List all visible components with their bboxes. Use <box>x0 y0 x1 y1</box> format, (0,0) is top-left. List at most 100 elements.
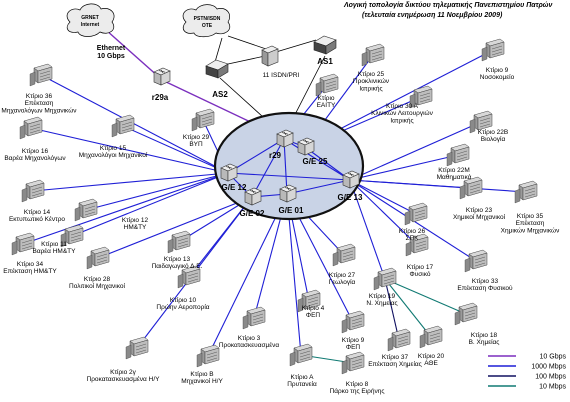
r29a-label: r29a <box>152 93 169 102</box>
core-link-top-r29-ge01 <box>283 138 288 195</box>
building-b10-label-line-1: Κτίριο 10 <box>170 296 197 304</box>
building-b30a-label-line-1: Κτίριο 30 Α <box>386 102 419 110</box>
link-b12 <box>85 172 229 211</box>
building-b20-label-line-1: Κτίριο 20 <box>418 352 445 360</box>
pstn-cloud-label-1: PSTN/ISDN <box>194 16 221 22</box>
as2-server-icon <box>205 59 229 79</box>
link-b15 <box>122 125 229 174</box>
building-b26-label-line-1: Κτίριο 26 <box>399 227 426 235</box>
building-b17-label-line-2: Φυσικό <box>410 270 431 278</box>
building-b19-label: Κτίριο 19Ν. Χημείας <box>366 292 397 307</box>
building-b30a-label-line-2: Κλινικών Λειτουργιών <box>371 109 433 117</box>
building-b3-label-line-1: Κτίριο 3 <box>238 334 261 342</box>
building-b23-label-line-1: Κτίριο 23 <box>466 206 493 214</box>
building-b35-label-line-1: Κτίριο 35 <box>517 212 544 220</box>
building-b37-label-line-2: Επέκταση Χημείας <box>368 360 422 368</box>
building-b13-label-line-1: Κτίριο 13 <box>164 255 191 263</box>
link-pstn-isdn <box>227 35 270 51</box>
building-b19-label-line-1: Κτίριο 19 <box>369 292 396 300</box>
pstn-cloud-label-2: OTE <box>202 23 213 29</box>
legend-label-4: 10 Mbps <box>539 384 566 391</box>
building-b18-label-line-1: Κτίριο 18 <box>471 331 498 339</box>
building-b35-label-line-3: Χημικών Μηχανικών <box>501 226 560 234</box>
building-b22b-label-line-2: Βιολογία <box>481 135 506 143</box>
building-b11-label-line-1: Κτίριο 11 <box>41 240 67 248</box>
building-b28-label-line-2: Πολιτικοί Μηχανικοί <box>69 282 125 290</box>
link-b28 <box>97 196 253 259</box>
core-link-top-ge12-ge13 <box>227 172 351 181</box>
as1-server-icon <box>313 35 337 55</box>
link-b17 <box>349 179 418 246</box>
building-b25-server-icon <box>361 43 385 67</box>
building-b9f-server-icon <box>341 310 365 334</box>
building-b37-server-icon <box>387 328 411 352</box>
building-b33-server-icon <box>464 249 488 273</box>
core-link-top-r29-ge13 <box>283 138 351 181</box>
building-beaity-label-line-2: ΕΑΙΤΥ <box>317 102 336 109</box>
link-b14 <box>32 172 229 192</box>
r29-label: r29 <box>269 151 282 160</box>
ge12-label: G/E 12 <box>222 183 247 192</box>
building-b22m-label-line-1: Κτίριο 22Μ <box>438 166 470 174</box>
core-link-top-ge01-ge13 <box>286 179 351 195</box>
building-b20-server-icon <box>419 325 443 349</box>
building-b16-label-line-2: Βαρέα Μηχανολόγων <box>4 154 65 162</box>
building-b13-server-icon <box>167 230 191 254</box>
building-b37-label-line-1: Κτίριο 37 <box>382 353 409 361</box>
building-b35-server-icon <box>514 180 538 204</box>
legend-label-3: 100 Mbps <box>535 374 566 381</box>
core-link-top-r29-ge12 <box>227 138 285 174</box>
building-b36-server-icon <box>29 63 53 87</box>
building-b4-label-line-2: ΦΕΠ <box>306 312 321 319</box>
building-b34-label-line-1: Κτίριο 34 <box>17 260 44 268</box>
link-b34 <box>22 172 229 245</box>
building-bB-server-icon <box>196 344 220 368</box>
building-b15-label-line-2: Μηχανολόγοι Μηχανικοί <box>79 151 148 159</box>
building-b28-server-icon <box>86 246 110 270</box>
ethernet-label-1: Ethernet <box>97 45 126 52</box>
building-b4-label-line-1: Κτίριο 4 <box>302 304 325 312</box>
building-b34-server-icon <box>11 232 35 256</box>
core-network <box>213 111 365 221</box>
link-b26 <box>349 179 417 215</box>
as2-label: AS2 <box>212 90 228 99</box>
building-b25-label-line-2: Προκλινικών <box>353 77 389 85</box>
diagram-subtitle: (τελευταία ενημέρωση 11 Νοεμβρίου 2009) <box>362 12 503 19</box>
ethernet-label-2: 10 Gbps <box>97 53 125 60</box>
link-b35 <box>349 179 527 193</box>
ge02-label: G/E 02 <box>240 209 265 218</box>
building-b27-label-line-2: Γεωλογία <box>329 278 356 286</box>
building-b28-label-line-1: Κτίριο 28 <box>84 275 111 283</box>
link-bA <box>286 193 302 356</box>
legend-label-1: 10 Gbps <box>540 354 567 361</box>
core-backbone-ellipse <box>213 111 365 221</box>
building-b26-label-line-2: ΣΠΚ <box>405 235 419 242</box>
link-b22m <box>349 154 459 181</box>
link-b37 <box>384 278 400 341</box>
grnet-cloud-icon <box>66 3 115 37</box>
ge25-label: G/E 25 <box>303 157 328 166</box>
pstn-cloud-icon <box>182 4 231 38</box>
building-b12-label-line-1: Κτίριο 12 <box>122 216 149 224</box>
building-b18-server-icon <box>454 302 478 326</box>
building-b12-server-icon <box>74 198 98 222</box>
diagram-title: Λογική τοπολογία δικτύου τηλεματικής Παν… <box>344 2 553 9</box>
isdn-device-icon <box>261 45 279 67</box>
